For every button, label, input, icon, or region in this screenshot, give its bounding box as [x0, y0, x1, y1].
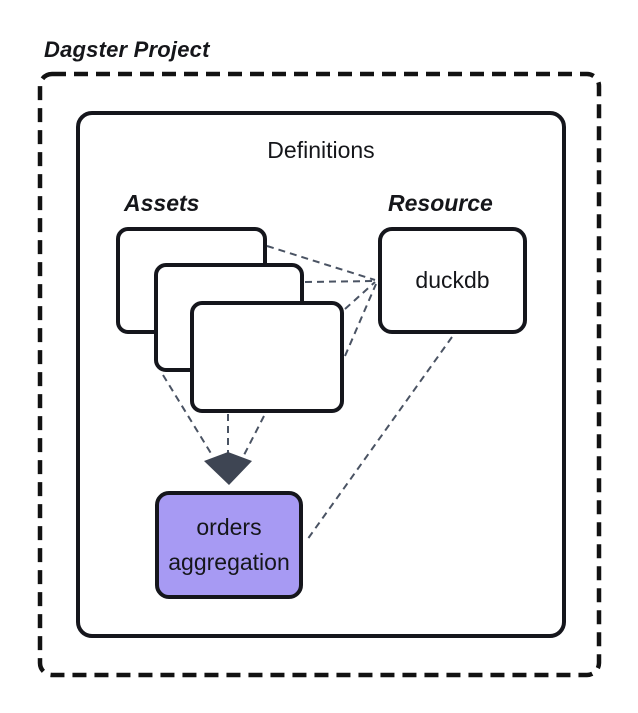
assets-group-label: Assets [124, 190, 200, 216]
duckdb-resource-label: duckdb [415, 267, 490, 293]
asset-stack-box-front [190, 301, 344, 413]
duckdb-resource-box: duckdb [378, 227, 527, 334]
dagster-project-title: Dagster Project [44, 37, 210, 62]
resource-group-label: Resource [388, 190, 493, 216]
orders-aggregation-label: orders aggregation [168, 514, 290, 575]
definitions-label: Definitions [267, 137, 375, 163]
orders-aggregation-box: orders aggregation [155, 491, 303, 599]
